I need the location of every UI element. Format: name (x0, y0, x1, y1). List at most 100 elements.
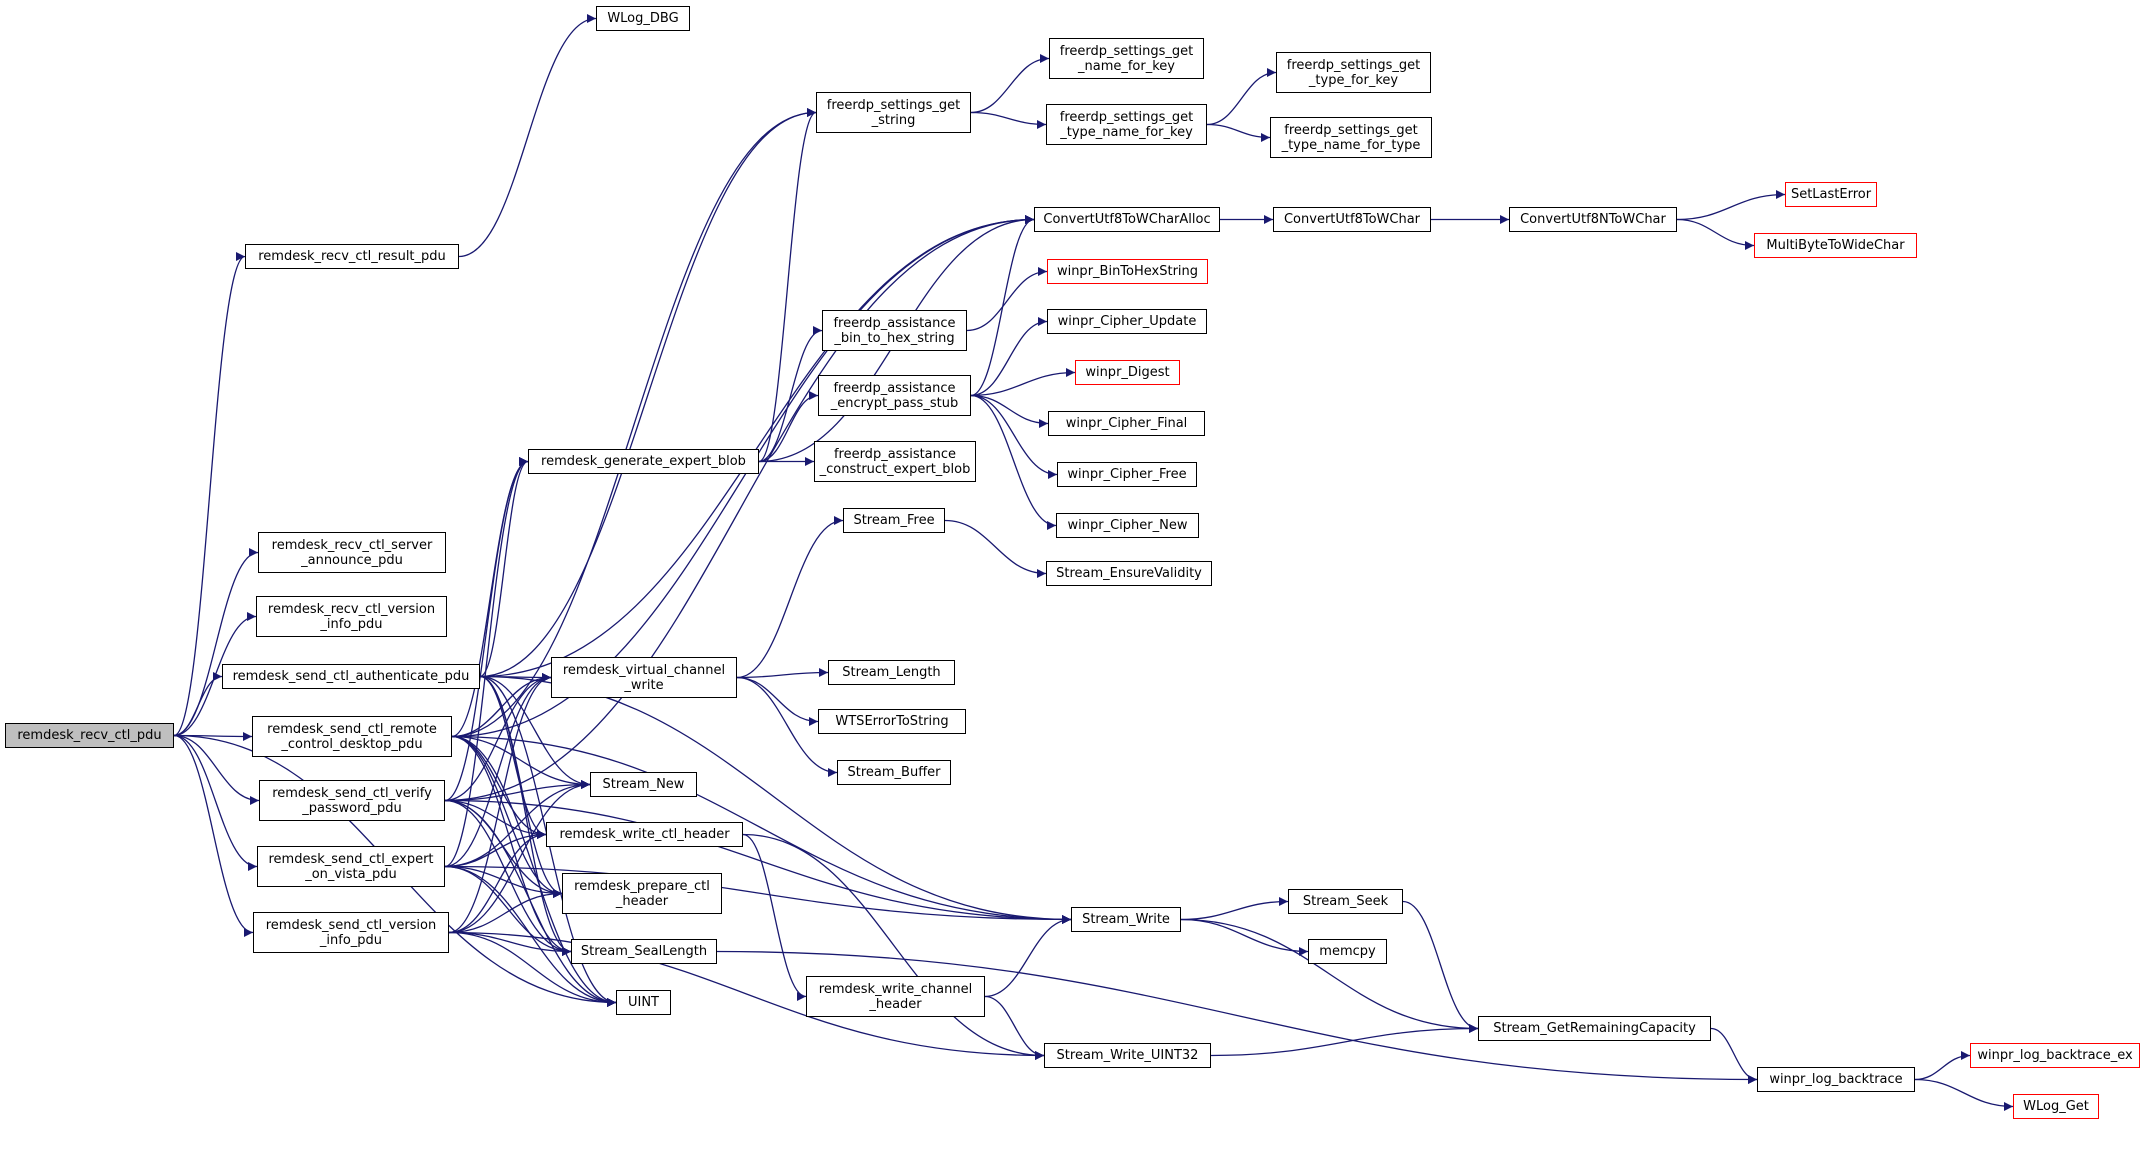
node-setlasterror[interactable]: SetLastError (1785, 182, 1877, 207)
call-edge (966, 267, 1048, 332)
node-stream-length[interactable]: Stream_Length (828, 660, 955, 685)
call-edge (444, 673, 552, 868)
node-remdesk-write-ctl-header[interactable]: remdesk_write_ctl_header (546, 822, 743, 847)
node-label: Stream_EnsureValidity (1056, 566, 1202, 581)
node-label: Stream_GetRemainingCapacity (1493, 1021, 1696, 1036)
call-edge (444, 457, 529, 868)
node-remdesk-recv-ctl-pdu[interactable]: remdesk_recv_ctl_pdu (5, 723, 174, 748)
node-wlog-get[interactable]: WLog_Get (2013, 1094, 2099, 1119)
call-edge (448, 889, 563, 934)
call-edge (444, 865, 617, 1007)
call-edge (444, 780, 591, 868)
call-edge (479, 108, 817, 678)
node-uint[interactable]: UINT (616, 990, 671, 1015)
call-edge (448, 830, 547, 934)
node-remdesk-send-ctl-version-info-pdu[interactable]: remdesk_send_ctl_version _info_pdu (253, 912, 449, 953)
node-label: freerdp_settings_get _name_for_key (1059, 43, 1194, 74)
node-label: winpr_Cipher_Update (1057, 314, 1197, 329)
node-wtserrortostring[interactable]: WTSErrorToString (818, 709, 966, 734)
node-label: WTSErrorToString (835, 714, 949, 729)
call-edge (451, 735, 563, 898)
call-edge (444, 799, 547, 839)
node-remdesk-recv-ctl-server-announce-pdu[interactable]: remdesk_recv_ctl_server _announce_pdu (258, 532, 446, 573)
node-remdesk-send-ctl-authenticate-pdu[interactable]: remdesk_send_ctl_authenticate_pdu (222, 664, 480, 689)
call-edge (742, 833, 807, 1001)
node-winpr-cipher-free[interactable]: winpr_Cipher_Free (1057, 462, 1197, 487)
node-winpr-cipher-update[interactable]: winpr_Cipher_Update (1047, 309, 1207, 334)
call-edge (1180, 918, 1479, 1033)
node-remdesk-recv-ctl-version-info-pdu[interactable]: remdesk_recv_ctl_version _info_pdu (256, 596, 447, 637)
node-memcpy[interactable]: memcpy (1308, 939, 1387, 964)
call-edge (970, 368, 1076, 397)
call-edge (444, 865, 1072, 924)
node-remdesk-virtual-channel-write[interactable]: remdesk_virtual_channel _write (551, 657, 737, 698)
node-freerdp-assistance-bin-to-hex-string[interactable]: freerdp_assistance _bin_to_hex_string (822, 310, 967, 351)
node-convertutf8ntowchar[interactable]: ConvertUtf8NToWChar (1509, 207, 1677, 232)
node-label: remdesk_generate_expert_blob (541, 454, 746, 469)
node-label: freerdp_assistance _bin_to_hex_string (833, 315, 956, 346)
node-wlog-dbg[interactable]: WLog_DBG (596, 6, 690, 31)
node-label: Stream_Free (853, 513, 935, 528)
node-freerdp-settings-get-type-name-for-key[interactable]: freerdp_settings_get _type_name_for_key (1046, 104, 1207, 145)
node-convertutf8towcharalloc[interactable]: ConvertUtf8ToWCharAlloc (1034, 207, 1220, 232)
node-label: remdesk_send_ctl_expert _on_vista_pdu (268, 851, 434, 882)
node-label: memcpy (1319, 944, 1376, 959)
node-label: winpr_log_backtrace_ex (1977, 1048, 2133, 1063)
node-remdesk-prepare-ctl-header[interactable]: remdesk_prepare_ctl _header (562, 873, 722, 914)
node-freerdp-assistance-encrypt-pass-stub[interactable]: freerdp_assistance _encrypt_pass_stub (818, 375, 971, 416)
node-stream-seallength[interactable]: Stream_SealLength (571, 939, 717, 964)
node-label: UINT (627, 995, 659, 1010)
node-freerdp-settings-get-type-for-key[interactable]: freerdp_settings_get _type_for_key (1276, 52, 1431, 93)
node-remdesk-send-ctl-remote-control-desktop-pdu[interactable]: remdesk_send_ctl_remote _control_desktop… (252, 716, 452, 757)
node-remdesk-generate-expert-blob[interactable]: remdesk_generate_expert_blob (528, 449, 759, 474)
node-label: ConvertUtf8ToWCharAlloc (1043, 212, 1211, 227)
node-label: Stream_SealLength (580, 944, 708, 959)
call-edge (451, 215, 1035, 738)
node-remdesk-send-ctl-expert-on-vista-pdu[interactable]: remdesk_send_ctl_expert _on_vista_pdu (257, 846, 445, 887)
node-label: WLog_Get (2023, 1099, 2089, 1114)
node-remdesk-recv-ctl-result-pdu[interactable]: remdesk_recv_ctl_result_pdu (245, 244, 459, 269)
call-edge (758, 108, 817, 463)
node-winpr-cipher-final[interactable]: winpr_Cipher_Final (1048, 411, 1205, 436)
node-stream-new[interactable]: Stream_New (590, 772, 697, 797)
node-freerdp-assistance-construct-expert-blob[interactable]: freerdp_assistance _construct_expert_blo… (814, 441, 976, 482)
node-label: Stream_Buffer (847, 765, 941, 780)
call-edge (984, 915, 1072, 998)
node-stream-getremainingcapacity[interactable]: Stream_GetRemainingCapacity (1478, 1016, 1711, 1041)
node-label: remdesk_send_ctl_remote _control_desktop… (267, 721, 437, 752)
node-winpr-bintohexstring[interactable]: winpr_BinToHexString (1047, 259, 1208, 284)
node-remdesk-write-channel-header[interactable]: remdesk_write_channel _header (806, 976, 985, 1017)
node-label: freerdp_settings_get _type_name_for_key (1059, 109, 1194, 140)
node-remdesk-send-ctl-verify-password-pdu[interactable]: remdesk_send_ctl_verify _password_pdu (259, 780, 445, 821)
call-edge (451, 673, 552, 738)
call-edge (1180, 918, 1309, 956)
node-stream-write[interactable]: Stream_Write (1071, 907, 1181, 932)
call-edge (479, 675, 591, 789)
call-edge (479, 675, 572, 956)
call-edge (1210, 1024, 1479, 1057)
node-stream-free[interactable]: Stream_Free (843, 508, 945, 533)
node-winpr-log-backtrace[interactable]: winpr_log_backtrace (1757, 1067, 1915, 1092)
call-edge (1914, 1051, 1971, 1081)
node-stream-buffer[interactable]: Stream_Buffer (837, 760, 951, 785)
node-freerdp-settings-get-string[interactable]: freerdp_settings_get _string (816, 92, 971, 133)
node-label: remdesk_recv_ctl_result_pdu (258, 249, 446, 264)
node-label: Stream_Length (842, 665, 941, 680)
node-label: remdesk_write_channel _header (818, 981, 973, 1012)
node-convertutf8towchar[interactable]: ConvertUtf8ToWChar (1273, 207, 1431, 232)
node-winpr-log-backtrace-ex[interactable]: winpr_log_backtrace_ex (1970, 1043, 2140, 1068)
node-stream-write-uint32[interactable]: Stream_Write_UINT32 (1044, 1043, 1211, 1068)
node-multibytetowidechar[interactable]: MultiByteToWideChar (1754, 233, 1917, 258)
call-edge (479, 457, 529, 678)
node-winpr-cipher-new[interactable]: winpr_Cipher_New (1056, 513, 1199, 538)
node-winpr-digest[interactable]: winpr_Digest (1075, 360, 1180, 385)
node-label: winpr_BinToHexString (1056, 264, 1199, 279)
node-stream-ensurevalidity[interactable]: Stream_EnsureValidity (1046, 561, 1212, 586)
node-freerdp-settings-get-type-name-for-type[interactable]: freerdp_settings_get _type_name_for_type (1270, 117, 1432, 158)
call-edge (444, 673, 552, 802)
node-stream-seek[interactable]: Stream_Seek (1288, 889, 1403, 914)
call-edge (173, 252, 246, 737)
node-freerdp-settings-get-name-for-key[interactable]: freerdp_settings_get _name_for_key (1049, 38, 1204, 79)
